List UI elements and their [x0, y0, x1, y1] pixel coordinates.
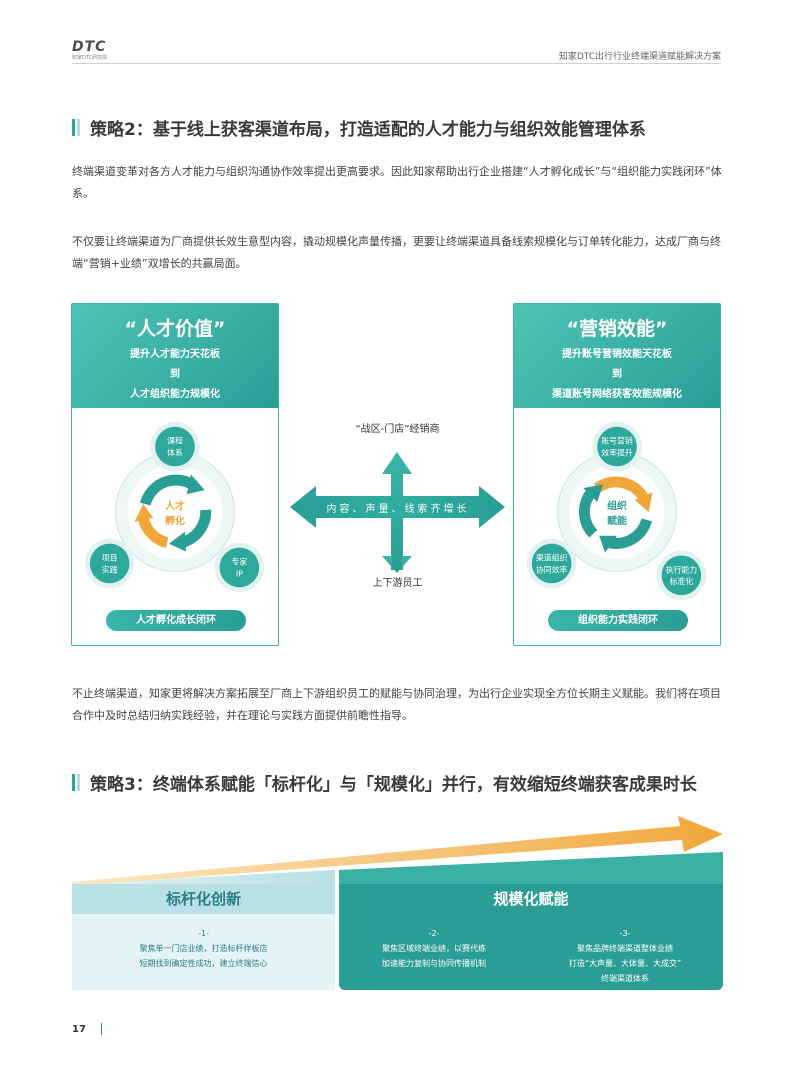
- scale-card: 规模化赋能 -2- 聚焦区域终端业绩，以赛代练 加速能力复制与协同传播机制 -3…: [339, 884, 723, 990]
- item3-line1: 聚焦品牌终端渠道整体业绩: [577, 944, 673, 953]
- growth-banner: [72, 816, 723, 884]
- node-right: [661, 555, 702, 596]
- node-right-line2: IP: [236, 569, 243, 578]
- node-left: [531, 543, 572, 584]
- right-wedge: [339, 852, 723, 884]
- header-divider: [72, 63, 721, 64]
- talent-value-panel: “人才价值” 提升人才能力天花板 到 人才组织能力规模化 人才 孵化 课程 体系…: [71, 303, 279, 646]
- title-bars-icon: [72, 774, 80, 791]
- node-right: [219, 547, 260, 588]
- org-cycle-pill: 组织能力实践闭环: [548, 610, 688, 631]
- node-right-line1: 执行能力: [666, 564, 698, 574]
- node-left-line1: 项目: [102, 553, 118, 562]
- node-right-line1: 专家: [231, 556, 247, 566]
- cross-arrow-shape: [290, 452, 505, 573]
- page-number: 17: [72, 1024, 86, 1035]
- talent-value-line1: 提升人才能力天花板: [130, 349, 220, 360]
- talent-value-header: “人才价值” 提升人才能力天花板 到 人才组织能力规模化: [72, 304, 278, 408]
- center-label-line1: 人才: [165, 499, 185, 512]
- cycle-arc-teal-left: [579, 488, 598, 538]
- talent-value-line2: 到: [170, 369, 180, 380]
- scale-item-3: -3- 聚焦品牌终端渠道整体业绩 打造“大声量、大体量、大成交” 终端渠道体系: [535, 926, 715, 986]
- arrow-top-label: “战区-门店”经销商: [355, 424, 440, 435]
- growth-arrow: [72, 816, 723, 884]
- benchmark-title: 标杆化创新: [72, 884, 335, 914]
- marketing-efficiency-line1: 提升账号营销效能天花板: [562, 349, 672, 360]
- item2-line2: 加速能力复制与协同传播机制: [382, 959, 486, 968]
- node-left-line1: 渠道组织: [536, 552, 568, 562]
- node-right-line2: 标准化: [670, 576, 694, 586]
- strategy2-paragraph-2: 不仅要让终端渠道为厂商提供长效生意型内容，撬动规模化声量传播，更要让终端渠道具备…: [72, 235, 721, 270]
- document-title: 知家DTC出行行业终端渠道赋能解决方案: [558, 52, 721, 62]
- vertical-arrow-bottom: [382, 556, 412, 573]
- cycle-arrowhead-right: [634, 492, 653, 512]
- title-bars-icon: [72, 119, 80, 136]
- cycle-arc-teal-top: [140, 474, 199, 506]
- strategy3-title-text: 策略3：终端体系赋能「标杆化」与「规模化」并行，有效缩短终端获客成果时长: [90, 775, 697, 795]
- node-left-line2: 协同效率: [536, 564, 568, 574]
- scale-item-2: -2- 聚焦区域终端业绩，以赛代练 加速能力复制与协同传播机制: [349, 926, 519, 971]
- item3-number: -3-: [619, 929, 631, 938]
- marketing-efficiency-panel: “营销效能” 提升账号营销效能天花板 到 渠道账号网络获客效能规模化 组织 赋能…: [513, 303, 721, 646]
- cross-arrow-diagram: “战区-门店”经销商 内容、声量、线索齐增长 上下游员工: [290, 420, 505, 595]
- item1-line1: 聚焦单一门店业绩，打造标杆样板店: [139, 944, 268, 953]
- item3-line2: 打造“大声量、大体量、大成交”: [568, 959, 682, 968]
- cycle-arc-orange: [137, 516, 169, 548]
- talent-value-heading: “人才价值”: [124, 318, 226, 340]
- arrow-bottom-label: 上下游员工: [372, 578, 423, 589]
- center-label-line2: 赋能: [607, 514, 627, 527]
- talent-value-line3: 人才组织能力规模化: [130, 389, 220, 400]
- scale-title: 规模化赋能: [493, 890, 569, 908]
- dtc-logo: DTC 知家DTC研究院: [72, 40, 132, 62]
- node-left: [89, 543, 130, 584]
- cycle-arrowhead-top: [186, 474, 205, 495]
- node-top: [597, 426, 637, 467]
- item3-line3: 终端渠道体系: [601, 974, 649, 983]
- item2-line1: 聚焦区域终端业绩，以赛代练: [382, 944, 486, 953]
- cycle-arrowhead-bottom: [599, 535, 617, 553]
- node-left-line2: 实践: [102, 564, 118, 574]
- strategy2-title-text: 策略2：基于线上获客渠道布局，打造适配的人才能力与组织效能管理体系: [90, 120, 646, 140]
- item1-number: -1-: [198, 929, 209, 938]
- benchmark-item: -1- 聚焦单一门店业绩，打造标杆样板店 短期找到确定性成功，建立终端信心: [72, 926, 335, 971]
- logo-subtitle: 知家DTC研究院: [72, 55, 108, 61]
- logo-mark: DTC: [72, 39, 107, 55]
- node-top: [155, 426, 195, 467]
- strategy2-paragraph-1: 终端渠道变革对各方人才能力与组织沟通协作效率提出更高要求。因此知家帮助出行企业搭…: [72, 165, 722, 200]
- org-cycle-diagram: 组织 赋能 账号营销 效率提升 渠道组织 协同效率 执行能力 标准化: [526, 421, 707, 601]
- node-top-line2: 效率提升: [601, 448, 633, 458]
- strategy3-title: 策略3：终端体系赋能「标杆化」与「规模化」并行，有效缩短终端获客成果时长: [72, 770, 697, 795]
- center-label-line2: 孵化: [165, 514, 185, 527]
- cycle-arrowhead-right: [169, 531, 186, 552]
- node-top-line2: 体系: [167, 448, 183, 458]
- cycle-arc-teal-bottom: [607, 518, 652, 549]
- talent-cycle-pill: 人才孵化成长闭环: [106, 610, 246, 631]
- horizontal-arrow: [290, 486, 505, 528]
- benchmark-card: 标杆化创新 -1- 聚焦单一门店业绩，打造标杆样板店 短期找到确定性成功，建立终…: [72, 884, 335, 990]
- item2-number: -2-: [428, 929, 440, 938]
- talent-cycle-diagram: 人才 孵化 课程 体系 项目 实践 专家 IP: [84, 421, 265, 593]
- marketing-efficiency-line2: 到: [612, 369, 622, 380]
- marketing-efficiency-heading: “营销效能”: [566, 318, 668, 340]
- strategy2-title: 策略2：基于线上获客渠道布局，打造适配的人才能力与组织效能管理体系: [72, 115, 646, 140]
- cycle-arrowhead-top: [583, 484, 604, 503]
- cycle-arrowhead-left: [134, 504, 154, 522]
- arrow-middle-label: 内容、声量、线索齐增长: [326, 504, 470, 515]
- center-label-line1: 组织: [607, 499, 627, 512]
- marketing-efficiency-line3: 渠道账号网络获客效能规模化: [552, 389, 682, 400]
- item1-line2: 短期找到确定性成功，建立终端信心: [139, 959, 268, 968]
- expansion-paragraph: 不止终端渠道，知家更将解决方案拓展至厂商上下游组织员工的赋能与协同治理，为出行企…: [72, 687, 721, 722]
- scale-body: -2- 聚焦区域终端业绩，以赛代练 加速能力复制与协同传播机制 -3- 聚焦品牌…: [339, 914, 723, 990]
- node-top-line1: 课程: [167, 437, 183, 446]
- footer-divider: [101, 1023, 102, 1035]
- node-top-line1: 账号营销: [601, 436, 633, 446]
- benchmark-body: -1- 聚焦单一门店业绩，打造标杆样板店 短期找到确定性成功，建立终端信心: [72, 914, 335, 990]
- marketing-efficiency-header: “营销效能” 提升账号营销效能天花板 到 渠道账号网络获客效能规模化: [514, 304, 720, 408]
